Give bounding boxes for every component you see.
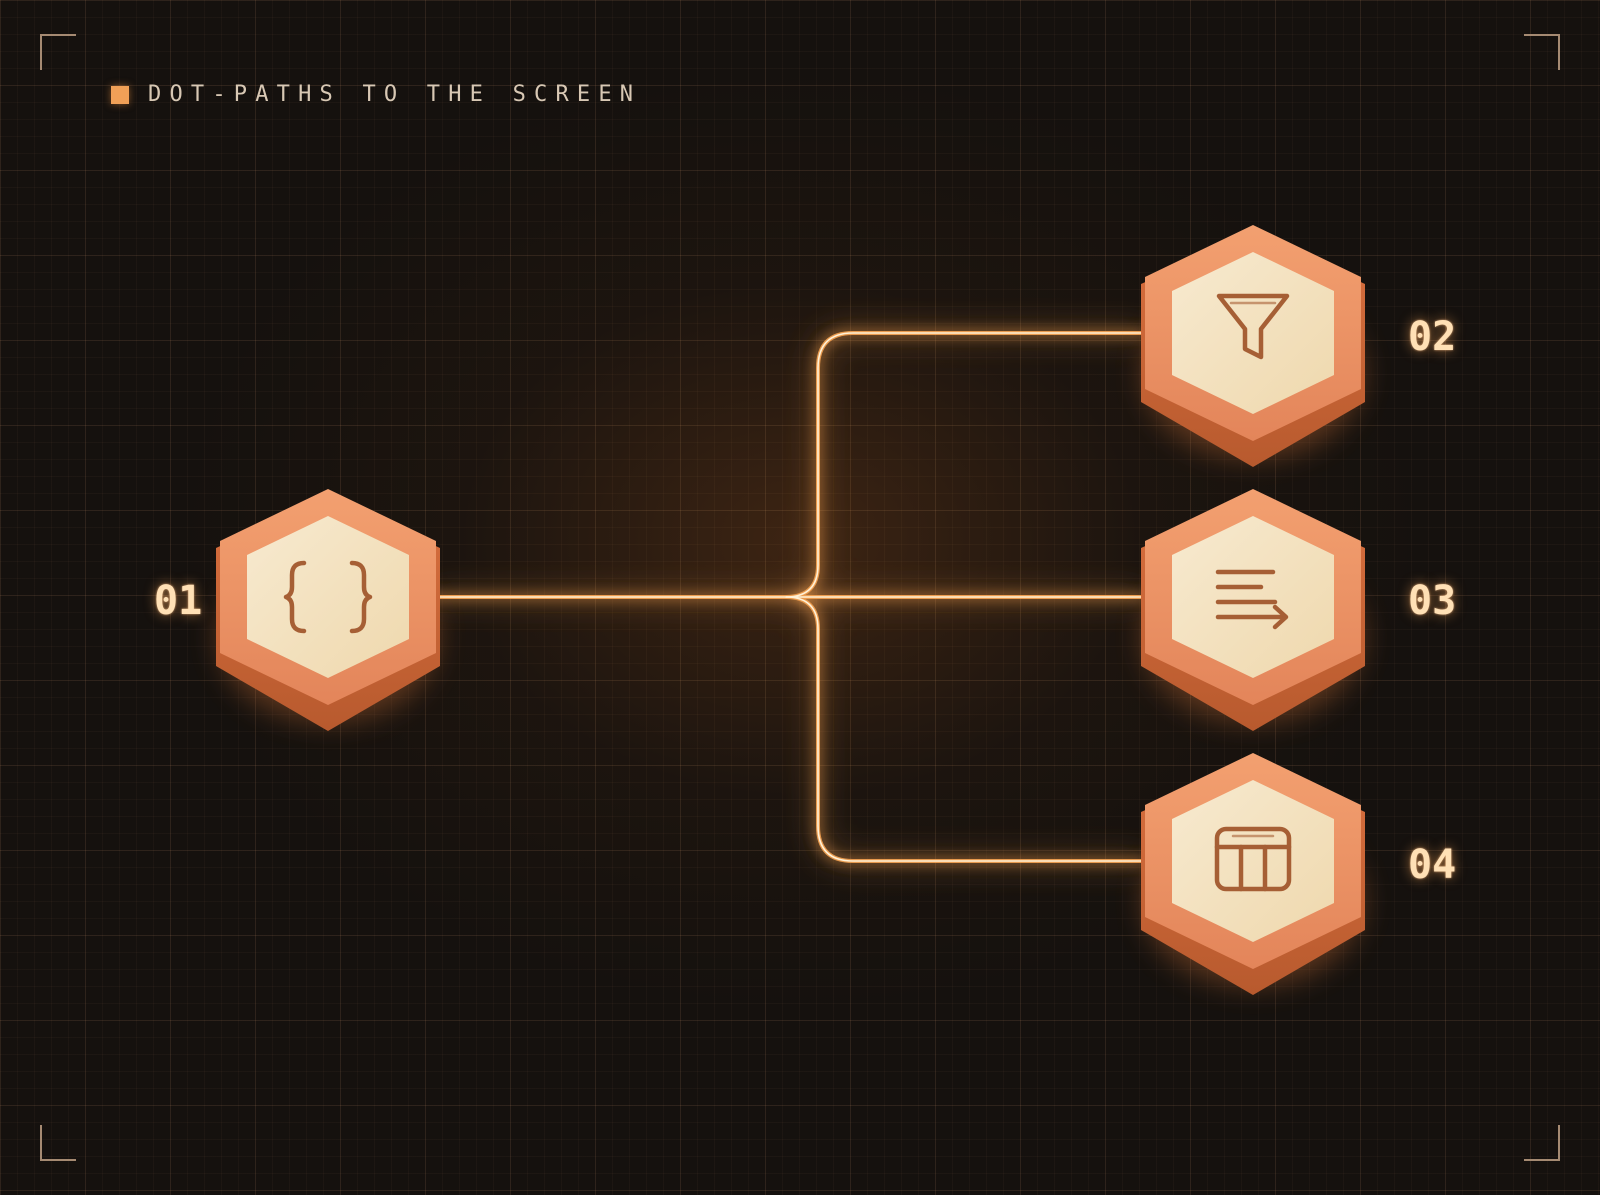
corner-bracket-top-left — [40, 34, 76, 70]
hex-face — [1172, 252, 1334, 414]
node-01[interactable] — [216, 489, 440, 731]
node-03-number: 03 — [1408, 578, 1457, 624]
corner-bracket-bottom-left — [40, 1125, 76, 1161]
diagram-title: DOT-PATHS TO THE SCREEN — [111, 82, 641, 107]
connector-branch-04 — [784, 595, 1145, 863]
diagram-title-text: DOT-PATHS TO THE SCREEN — [148, 82, 642, 107]
corner-bracket-top-right — [1524, 34, 1560, 70]
hex-face — [1172, 780, 1334, 942]
node-02-number: 02 — [1408, 314, 1457, 360]
table-layout-icon — [1214, 826, 1292, 892]
node-04[interactable] — [1141, 753, 1365, 995]
node-04-number: 04 — [1408, 842, 1457, 888]
list-arrow-icon — [1215, 569, 1289, 630]
curly-braces-icon — [283, 560, 373, 634]
funnel-icon — [1216, 293, 1290, 360]
title-square-icon — [111, 85, 129, 104]
node-02[interactable] — [1141, 225, 1365, 467]
connector-lines — [430, 331, 1145, 863]
node-03[interactable] — [1141, 489, 1365, 731]
hex-face — [1172, 516, 1334, 678]
node-01-number: 01 — [154, 578, 203, 624]
corner-bracket-bottom-right — [1524, 1125, 1560, 1161]
connector-branch-02 — [784, 331, 1145, 599]
hex-face — [247, 516, 409, 678]
